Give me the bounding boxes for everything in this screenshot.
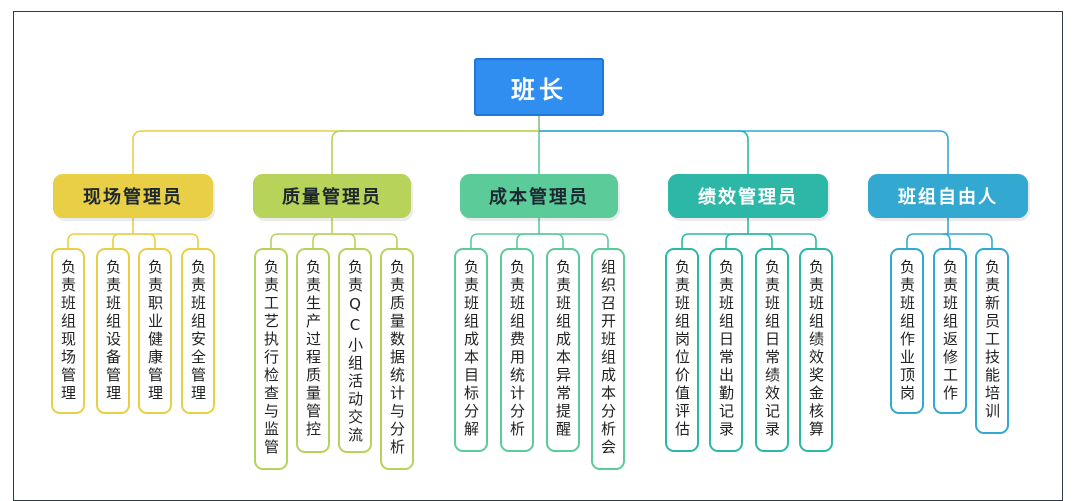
mgr-quality-label: 质量管理员 [282, 187, 382, 208]
duty-1-1-text: 负责生产过程质量管控 [304, 259, 322, 439]
leaf-line-1-0 [270, 233, 332, 248]
leaf-line-1-2 [332, 233, 356, 248]
duty-1-3-text: 负责质量数据统计与分析 [388, 259, 406, 457]
duty-3-2-text: 负责班组日常绩效记录 [763, 259, 781, 439]
duty-2-2-text: 负责班组成本异常提醒 [554, 259, 572, 439]
leaf-line-4-2 [948, 233, 993, 248]
duty-3-0-text: 负责班组岗位价值评估 [673, 259, 691, 439]
mgr-on-site-label: 现场管理员 [83, 187, 183, 208]
leaf-line-1-3 [332, 233, 398, 248]
root-label: 班长 [511, 75, 567, 104]
connector-lines [67, 116, 993, 248]
leaf-line-1-1 [312, 233, 332, 248]
bus-line-1 [331, 130, 539, 174]
leaf-line-2-1 [516, 233, 539, 248]
duty-3-0: 负责班组岗位价值评估 [665, 248, 699, 452]
leaf-line-2-0 [470, 233, 539, 248]
duty-4-0-text: 负责班组作业顶岗 [898, 259, 916, 403]
duty-0-3: 负责班组安全管理 [181, 248, 215, 414]
duty-0-0-text: 负责班组现场管理 [59, 259, 77, 403]
mgr-performance: 绩效管理员 [668, 174, 828, 218]
duty-0-3-text: 负责班组安全管理 [189, 259, 207, 403]
duty-4-1-text: 负责班组返修工作 [941, 259, 959, 403]
duty-1-3: 负责质量数据统计与分析 [380, 248, 414, 470]
duty-0-2: 负责职业健康管理 [138, 248, 172, 414]
duty-1-0: 负责工艺执行检查与监管 [254, 248, 288, 470]
duty-2-2: 负责班组成本异常提醒 [546, 248, 580, 452]
mgr-free: 班组自由人 [868, 174, 1028, 218]
mgr-quality: 质量管理员 [253, 174, 411, 218]
duty-4-1: 负责班组返修工作 [933, 248, 967, 414]
duty-2-1-text: 负责班组费用统计分析 [508, 259, 526, 439]
leaf-line-0-2 [133, 233, 156, 248]
duty-1-2: 负责QC小组活动交流 [338, 248, 372, 453]
duty-3-3: 负责班组绩效奖金核算 [799, 248, 833, 452]
root-node: 班长 [474, 58, 604, 116]
leaf-line-4-1 [942, 233, 951, 248]
duty-3-1: 负责班组日常出勤记录 [709, 248, 743, 452]
duty-1-1: 负责生产过程质量管控 [296, 248, 330, 453]
mgr-cost-label: 成本管理员 [489, 187, 589, 208]
leaf-line-2-3 [539, 233, 609, 248]
duty-0-0: 负责班组现场管理 [51, 248, 85, 414]
leaf-line-0-1 [112, 233, 133, 248]
duty-3-1-text: 负责班组日常出勤记录 [717, 259, 735, 439]
duty-4-0: 负责班组作业顶岗 [890, 248, 924, 414]
leaf-line-0-0 [67, 233, 133, 248]
duty-2-3-text: 组织召开班组成本分析会 [599, 259, 617, 457]
duty-0-2-text: 负责职业健康管理 [146, 259, 164, 403]
duty-3-3-text: 负责班组绩效奖金核算 [807, 259, 825, 439]
mgr-performance-label: 绩效管理员 [698, 187, 798, 208]
mgr-cost: 成本管理员 [460, 174, 618, 218]
duty-2-1: 负责班组费用统计分析 [500, 248, 534, 452]
leaf-line-3-0 [681, 233, 748, 248]
bus-line-0 [132, 130, 539, 174]
mgr-free-label: 班组自由人 [898, 187, 998, 208]
bus-line-3 [539, 130, 749, 174]
leaf-line-3-3 [748, 233, 817, 248]
duty-3-2: 负责班组日常绩效记录 [755, 248, 789, 452]
bus-line-4 [539, 130, 949, 174]
leaf-line-2-2 [539, 233, 564, 248]
duty-2-0: 负责班组成本目标分解 [454, 248, 488, 452]
leaf-line-4-0 [906, 233, 948, 248]
duty-1-2-text: 负责QC小组活动交流 [346, 259, 364, 445]
leaf-line-0-3 [133, 233, 199, 248]
mgr-on-site: 现场管理员 [53, 174, 213, 218]
duty-2-3: 组织召开班组成本分析会 [591, 248, 625, 470]
duty-0-1: 负责班组设备管理 [96, 248, 130, 414]
duty-4-2: 负责新员工技能培训 [975, 248, 1009, 434]
leaf-line-3-1 [725, 233, 748, 248]
duty-4-2-text: 负责新员工技能培训 [983, 259, 1001, 421]
leaf-line-3-2 [748, 233, 773, 248]
duty-1-0-text: 负责工艺执行检查与监管 [262, 259, 280, 457]
duty-0-1-text: 负责班组设备管理 [104, 259, 122, 403]
duty-2-0-text: 负责班组成本目标分解 [462, 259, 480, 439]
